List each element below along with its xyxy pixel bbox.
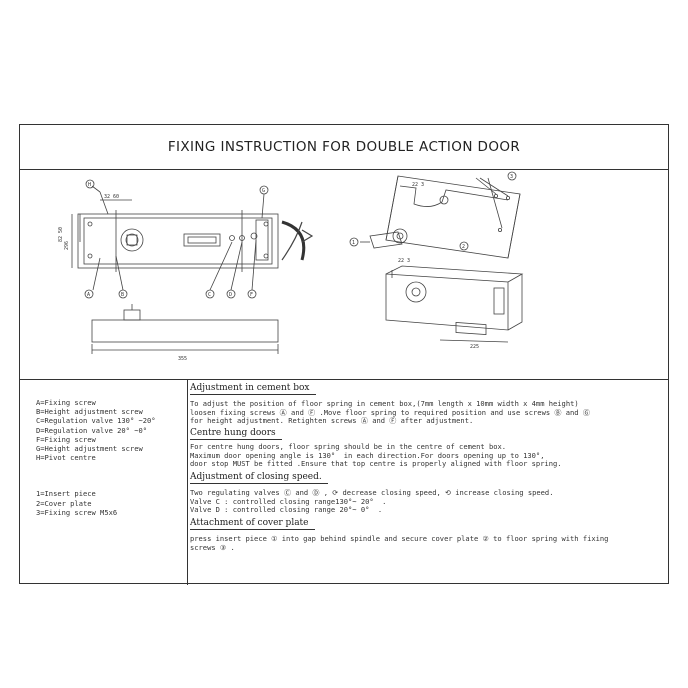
section-body-cover-plate: press insert piece ① into gap behind spi… — [190, 534, 660, 552]
section-heading-cement-box: Adjustment in cement box — [190, 384, 316, 395]
legend-item: C=Regulation valve 130° ~20° — [36, 416, 156, 426]
floor-spring-side-view — [91, 304, 279, 354]
callout-h: H — [88, 182, 91, 188]
legend-gap — [36, 462, 187, 489]
section-body-centre-hung: For centre hung doors, floor spring shou… — [190, 442, 660, 469]
callout-a: A — [87, 292, 90, 298]
instruction-line: Valve D : controlled closing range 20°~ … — [190, 505, 383, 515]
instruction-line: press insert piece ① into gap behind spi… — [190, 534, 609, 543]
callout-1: 1 — [352, 240, 355, 246]
dim-exploded-body: 22 3 — [398, 258, 410, 264]
page-title: FIXING INSTRUCTION FOR DOUBLE ACTION DOO… — [167, 139, 521, 155]
legend-item: 3=Fixing screw M5x6 — [36, 507, 118, 517]
section-body-closing-speed: Two regulating valves Ⓒ and Ⓓ , ⟳ decrea… — [190, 488, 660, 515]
instruction-line: door stop MUST be fitted .Ensure that to… — [190, 459, 562, 469]
dim-plan-top: 32 60 — [104, 194, 119, 200]
section-body-cement-box: To adjust the position of floor spring i… — [190, 399, 660, 426]
technical-drawing: 32 60 82 50 296 355 22 3 22 3 225 H C D … — [20, 170, 668, 380]
section-heading-centre-hung: Centre hung doors — [190, 429, 282, 440]
section-heading-cover-plate: Attachment of cover plate — [190, 519, 315, 530]
legend-item: A=Fixing screw — [36, 398, 96, 407]
callout-2: 2 — [462, 244, 465, 250]
instruction-sheet: FIXING INSTRUCTION FOR DOUBLE ACTION DOO… — [19, 124, 669, 585]
drawing-canvas: 32 60 82 50 296 355 22 3 22 3 225 H C D … — [58, 171, 524, 362]
dim-plan-side: 82 50 — [58, 227, 64, 242]
callout-d: D — [229, 292, 232, 298]
dim-plan-height: 296 — [64, 241, 70, 250]
instruction-line: loosen fixing screws Ⓐ and Ⓕ .Move floor… — [190, 407, 590, 417]
instruction-line: screws ③ . — [190, 542, 235, 552]
callout-b: B — [121, 292, 124, 298]
instruction-line: for height adjustment. Retighten screws … — [190, 416, 474, 426]
legend-item: D=Regulation valve 20° ~0° — [36, 425, 148, 435]
instruction-line: To adjust the position of floor spring i… — [190, 399, 579, 408]
instruction-line: Valve C : controlled closing range130°~ … — [190, 496, 387, 506]
legend-item: H=Pivot centre — [36, 453, 96, 463]
callout-c: C — [208, 292, 211, 298]
floor-spring-plan-view — [71, 179, 314, 299]
legend-item: 1=Insert piece — [36, 489, 96, 499]
legend-item: G=Height adjustment screw — [36, 444, 143, 454]
legend-item: F=Fixing screw — [36, 434, 96, 444]
callout-g: G — [262, 188, 265, 194]
legend-item: 2=Cover plate — [36, 498, 92, 508]
instruction-line: Two regulating valves Ⓒ and Ⓓ , ⟳ decrea… — [190, 488, 554, 497]
title-bar: FIXING INSTRUCTION FOR DOUBLE ACTION DOO… — [20, 125, 668, 170]
section-heading-closing-speed: Adjustment of closing speed. — [190, 473, 328, 484]
cover-plate-exploded-view — [349, 171, 524, 343]
instruction-line: For centre hung doors, floor spring shou… — [190, 442, 507, 451]
instruction-line: Maximum door opening angle is 130° in ea… — [190, 450, 545, 460]
callout-3: 3 — [510, 174, 513, 180]
dim-exploded-cover: 22 3 — [412, 182, 424, 188]
legend-item: B=Height adjustment screw — [36, 407, 143, 417]
instructions: Adjustment in cement box To adjust the p… — [190, 380, 668, 585]
callout-f: F — [250, 292, 253, 298]
parts-legend: A=Fixing screw B=Height adjustment screw… — [20, 380, 188, 585]
dim-side-length: 355 — [178, 356, 187, 362]
dim-exploded-length: 225 — [470, 344, 479, 350]
